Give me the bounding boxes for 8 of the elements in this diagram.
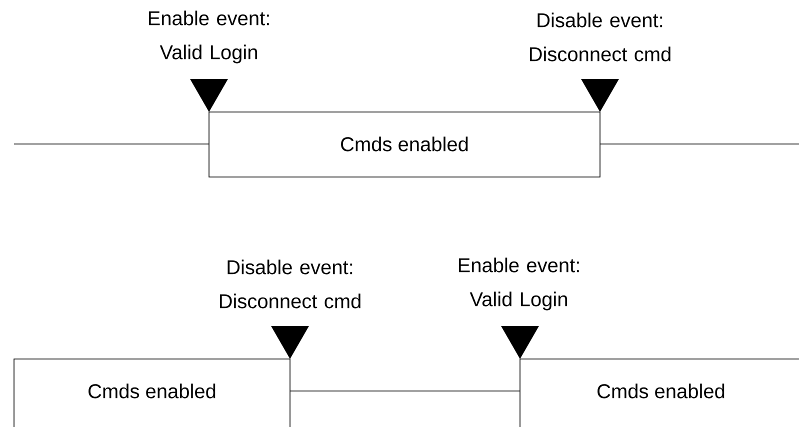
state-box: Cmds enabled <box>520 358 799 427</box>
signal-line <box>290 390 520 392</box>
event-label: Enable event: Valid Login <box>458 258 579 310</box>
event-label: Disable event: Disconnect cmd <box>220 260 360 308</box>
event-label: Disable event: Disconnect cmd <box>530 12 670 62</box>
state-box: Cmds enabled <box>14 358 290 427</box>
event-label: Enable event: Valid Login <box>148 10 269 64</box>
state-box: Cmds enabled <box>208 112 600 178</box>
